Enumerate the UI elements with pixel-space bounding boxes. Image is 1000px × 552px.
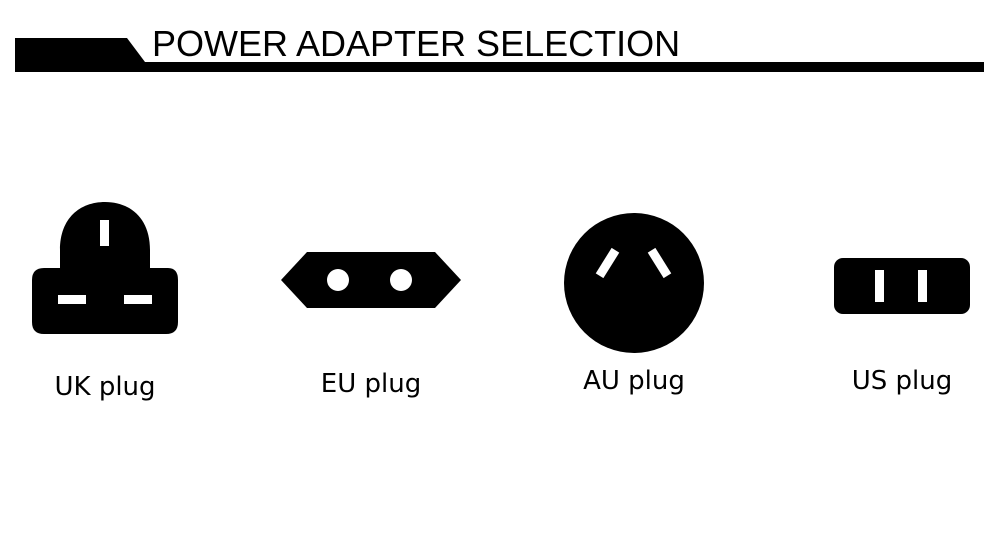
eu-plug-label: EU plug [320,369,422,399]
uk-plug-label: UK plug [54,372,156,402]
uk-plug-icon [32,202,178,334]
plug-option-eu: EU plug [279,250,463,400]
page-title: POWER ADAPTER SELECTION [152,23,681,64]
plug-option-au: AU plug [562,212,706,412]
eu-plug-icon [281,252,461,308]
au-plug-label: AU plug [583,366,685,396]
header-underline [15,38,984,72]
us-plug-label: US plug [851,366,953,396]
plug-option-uk: UK plug [30,200,180,410]
au-plug-icon [564,213,704,353]
plug-option-us: US plug [832,256,972,406]
us-plug-icon [834,258,970,314]
header-bar [15,38,984,72]
